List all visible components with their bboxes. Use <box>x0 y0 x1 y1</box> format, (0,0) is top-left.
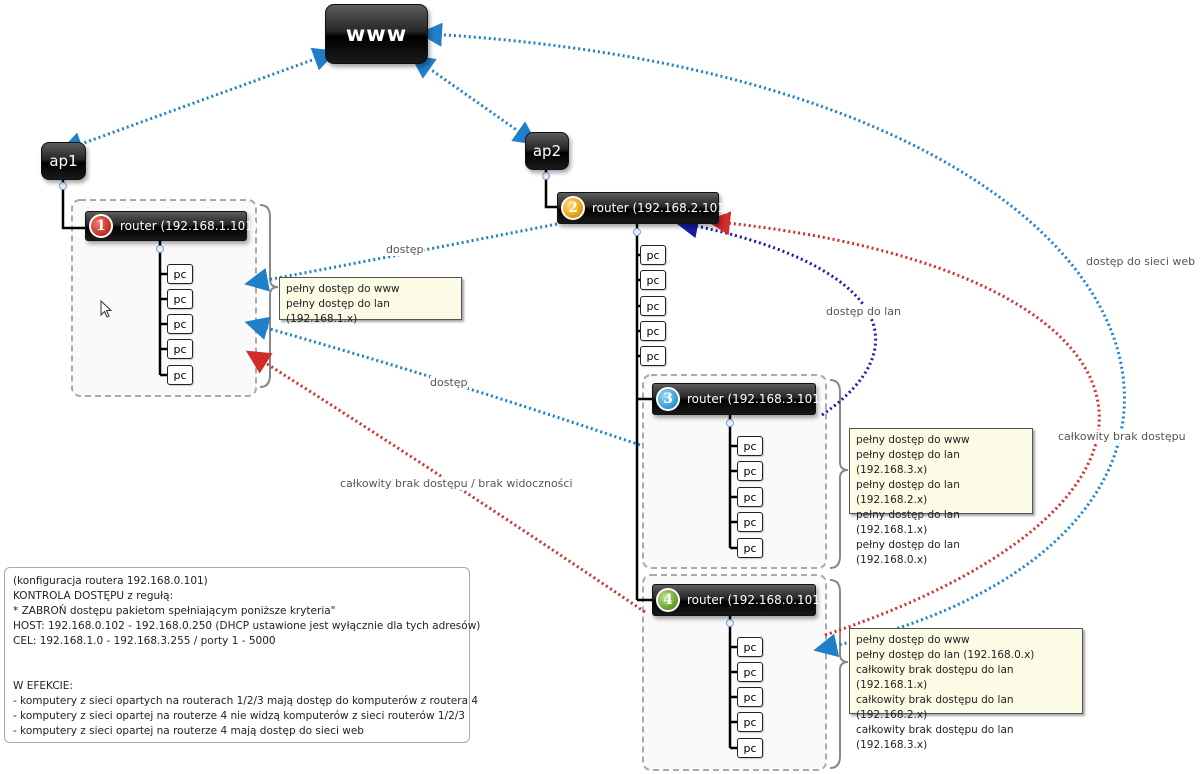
link-label-calkowity-brak-dostepu: całkowity brak dostępu <box>1058 430 1186 443</box>
pc-node[interactable]: pc <box>167 365 193 385</box>
pc-node[interactable]: pc <box>737 487 763 507</box>
pc-node[interactable]: pc <box>167 264 193 284</box>
pc-node[interactable]: pc <box>737 637 763 657</box>
www-node[interactable]: www <box>325 4 428 64</box>
priority-1-icon: 1 <box>89 214 113 238</box>
pc-node[interactable]: pc <box>737 512 763 532</box>
link-label-brak-widocznosci: całkowity brak dostępu / brak widocznośc… <box>340 477 573 490</box>
link-label-dostep-do-sieci-web: dostęp do sieci web <box>1086 255 1196 268</box>
pc-node[interactable]: pc <box>167 314 193 334</box>
pc-node[interactable]: pc <box>737 712 763 732</box>
router-config-description[interactable]: (konfiguracja routera 192.168.0.101) KON… <box>4 567 480 743</box>
router3-node[interactable]: 3 router (192.168.3.101) <box>652 383 825 415</box>
link-label-dostep: dostęp <box>430 376 468 389</box>
note-line: całkowity brak dostępu do lan (192.168.2… <box>856 694 1014 721</box>
mouse-cursor-icon <box>100 300 113 318</box>
pc-node[interactable]: pc <box>737 436 763 456</box>
link-label-dostep-do-lan: dostęp do lan <box>826 305 901 318</box>
collapse-toggle-router2[interactable] <box>633 228 641 236</box>
priority-2-icon: 2 <box>561 196 585 220</box>
note-line: całkowity brak dostępu do lan (192.168.1… <box>856 664 1014 691</box>
collapse-toggle-router1[interactable] <box>156 245 164 253</box>
ap2-node[interactable]: ap2 <box>525 132 569 170</box>
router4-label: router (192.168.0.101) <box>687 593 825 607</box>
pc-node[interactable]: pc <box>640 321 666 341</box>
note-router3[interactable]: pełny dostęp do www pełny dostęp do lan … <box>849 428 1033 566</box>
note-line: pełny dostęp do www <box>856 634 970 646</box>
pc-node[interactable]: pc <box>737 662 763 682</box>
priority-3-icon: 3 <box>656 387 680 411</box>
collapse-toggle-router3[interactable] <box>726 419 734 427</box>
note-line: pełny dostęp do lan (192.168.1.x) <box>856 509 960 536</box>
pc-node[interactable]: pc <box>167 339 193 359</box>
collapse-toggle-ap1[interactable] <box>59 182 67 190</box>
pc-node[interactable]: pc <box>640 296 666 316</box>
note-line: pełny dostęp do www <box>286 283 400 295</box>
router1-node[interactable]: 1 router (192.168.1.101) <box>85 211 258 241</box>
pc-node[interactable]: pc <box>640 245 666 265</box>
link-web-r4-www <box>418 22 1126 658</box>
link-www-ap2 <box>410 55 538 145</box>
priority-4-icon: 4 <box>656 588 680 612</box>
pc-node[interactable]: pc <box>737 738 763 758</box>
link-www-ap1 <box>58 47 338 156</box>
note-router1[interactable]: pełny dostęp do www pełny dostęp do lan … <box>279 277 462 325</box>
pc-node[interactable]: pc <box>167 289 193 309</box>
note-line: pełny dostęp do lan (192.168.3.x) <box>856 449 960 476</box>
note-line: pełny dostęp do lan (192.168.1.x) <box>286 298 390 325</box>
link-label-dostep: dostęp <box>386 243 424 256</box>
collapse-toggle-ap2[interactable] <box>542 172 550 180</box>
pc-node[interactable]: pc <box>737 461 763 481</box>
note-line: pełny dostęp do lan (192.168.0.x) <box>856 649 1035 661</box>
router2-label: router (192.168.2.101) <box>592 201 730 215</box>
note-line: pełny dostęp do lan (192.168.2.x) <box>856 479 960 506</box>
note-line: pełny dostęp do www <box>856 434 970 446</box>
pc-node[interactable]: pc <box>737 687 763 707</box>
collapse-toggle-router4[interactable] <box>726 619 734 627</box>
pc-node[interactable]: pc <box>640 346 666 366</box>
brace-router4 <box>829 579 849 769</box>
link-lan-r3-r2 <box>674 214 878 417</box>
note-router4[interactable]: pełny dostęp do www pełny dostęp do lan … <box>849 628 1083 751</box>
note-line: całkowity brak dostępu do lan (192.168.3… <box>856 724 1014 751</box>
pc-node[interactable]: pc <box>737 538 763 558</box>
note-line: pełny dostęp do lan (192.168.0.x) <box>856 539 960 566</box>
brace-router3 <box>829 379 849 569</box>
brace-router1 <box>259 204 279 388</box>
router2-node[interactable]: 2 router (192.168.2.101) <box>557 192 730 224</box>
router4-node[interactable]: 4 router (192.168.0.101) <box>652 584 825 616</box>
link-brak-r4-r2 <box>706 211 1101 637</box>
router1-label: router (192.168.1.101) <box>120 219 258 233</box>
pc-node[interactable]: pc <box>640 270 666 290</box>
ap1-node[interactable]: ap1 <box>41 142 86 180</box>
router3-label: router (192.168.3.101) <box>687 392 825 406</box>
